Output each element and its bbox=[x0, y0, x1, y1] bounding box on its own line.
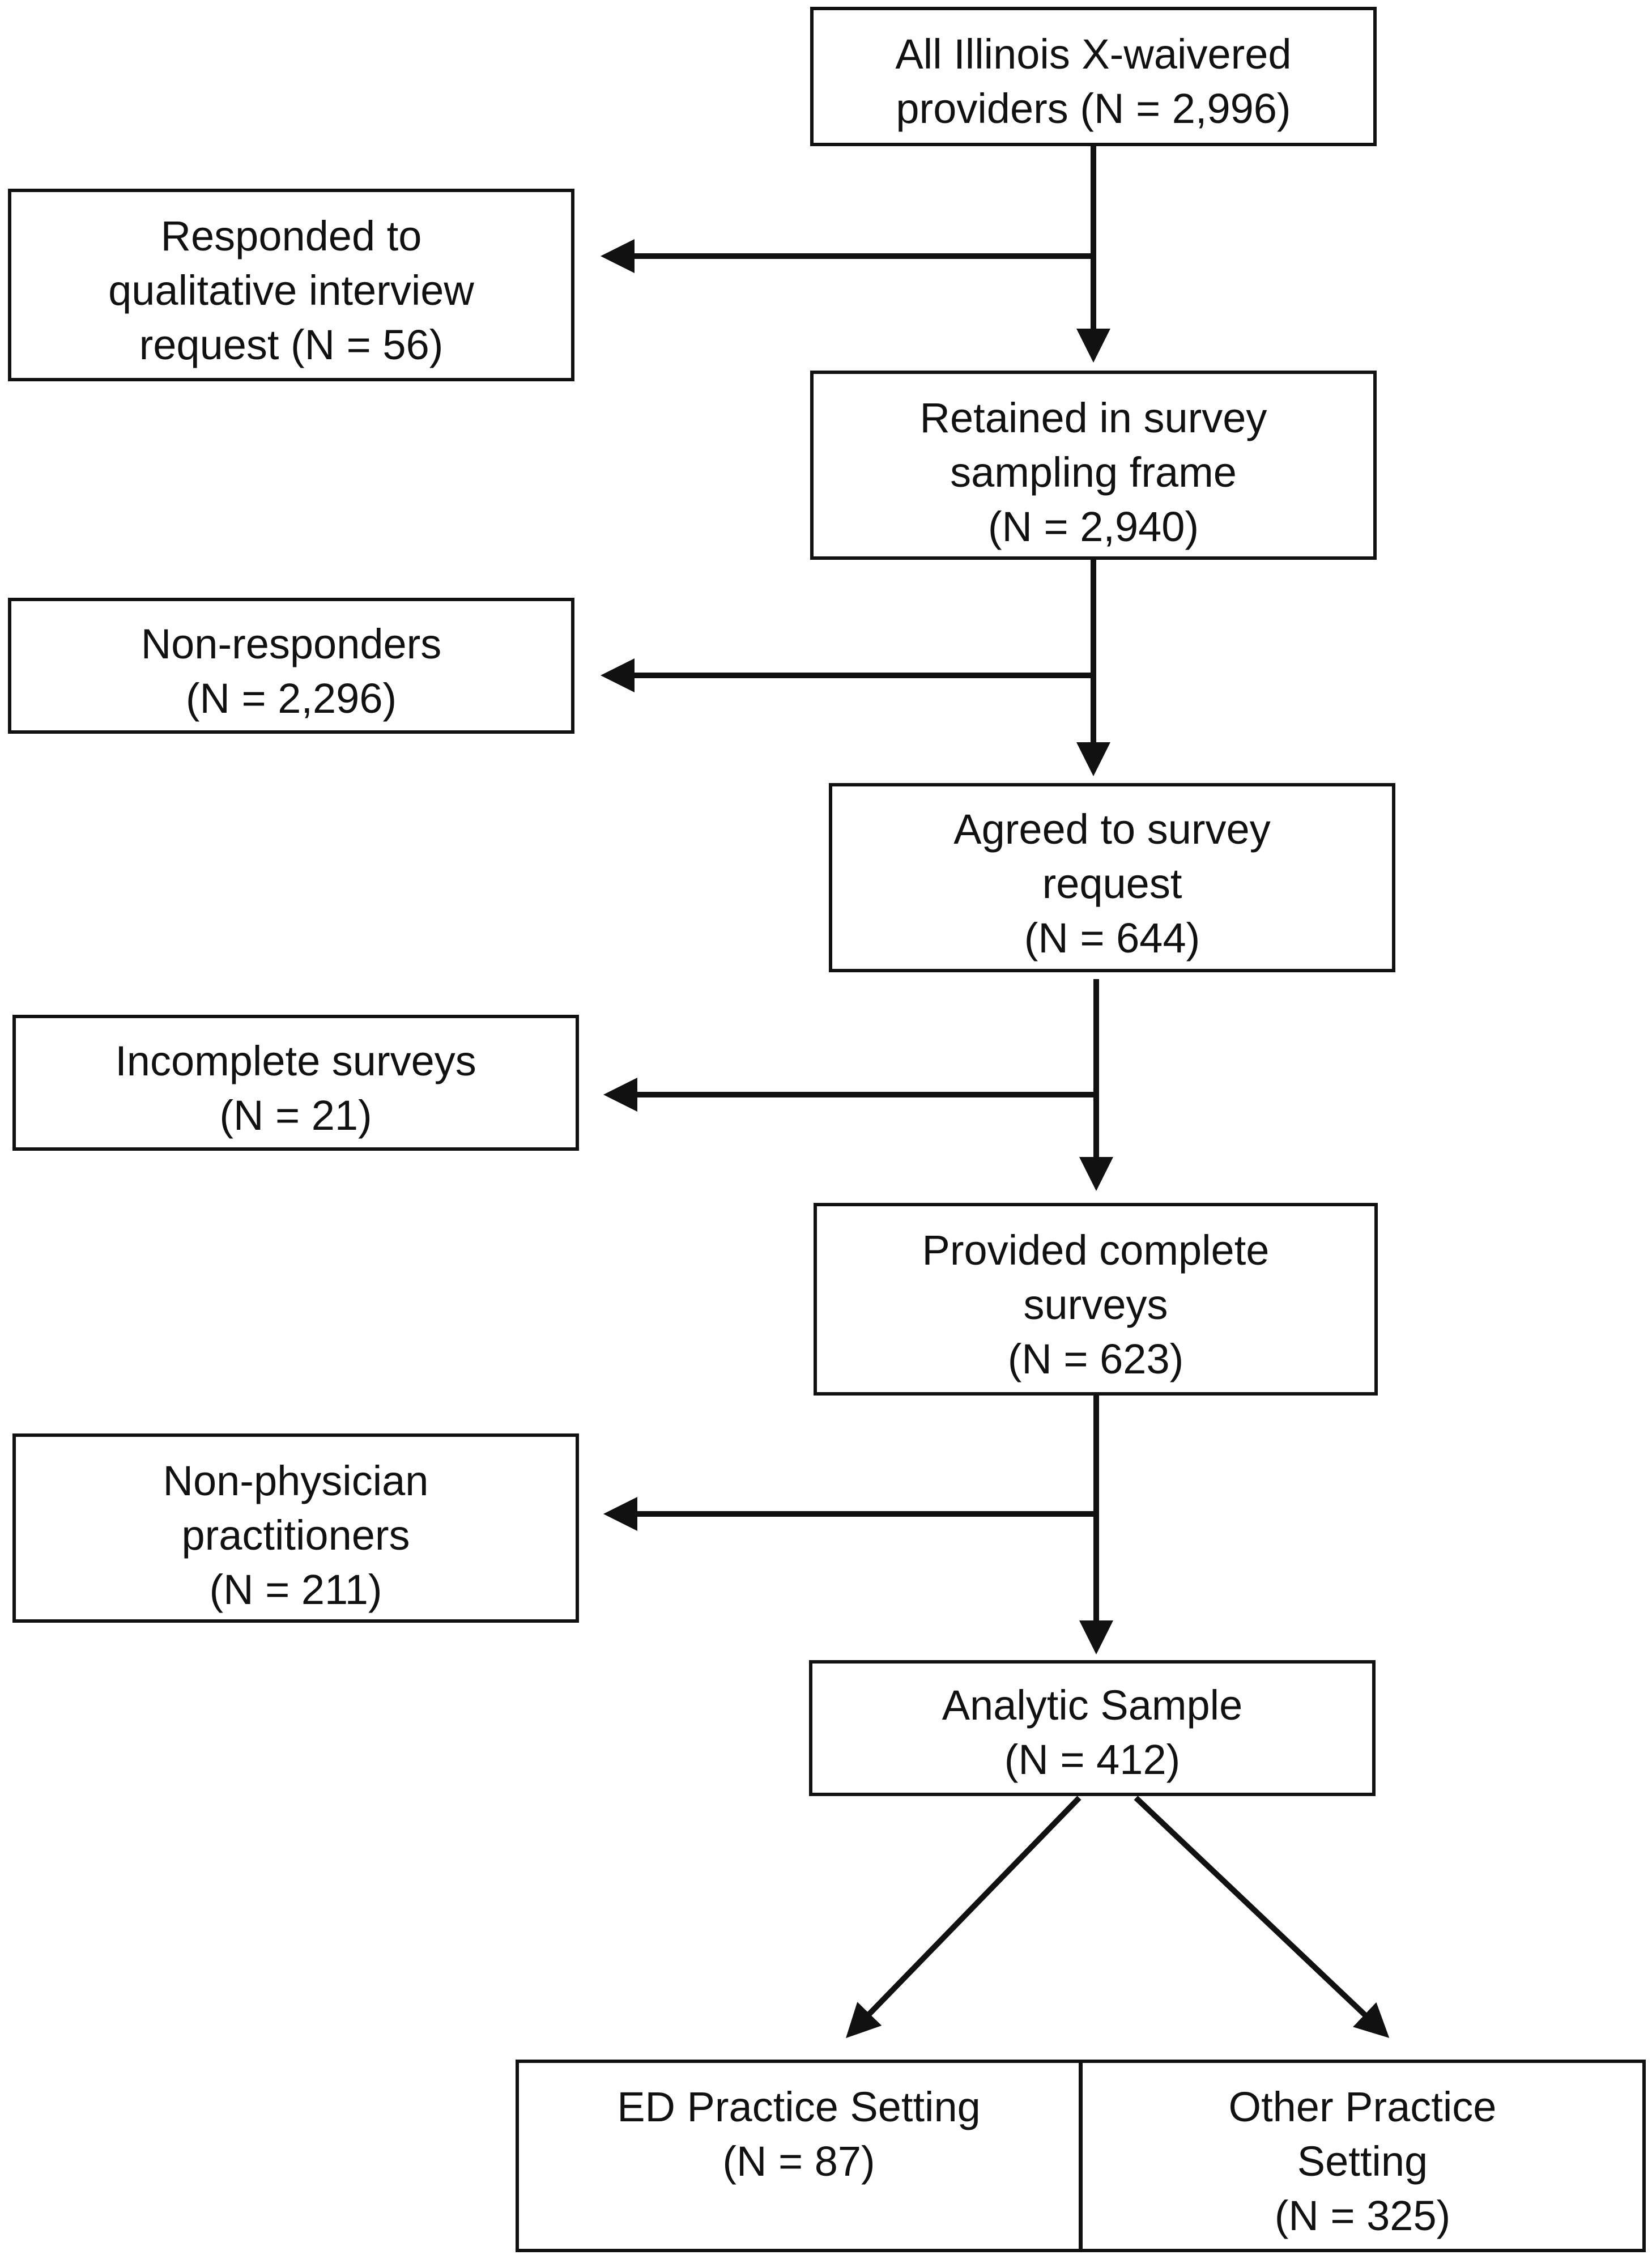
box-agreed-survey: Agreed to survey request (N = 644) bbox=[829, 783, 1395, 972]
box-other-practice-label: Other Practice Setting (N = 325) bbox=[1228, 2083, 1497, 2239]
box-analytic-sample: Analytic Sample (N = 412) bbox=[809, 1660, 1376, 1796]
arrow-to-other-practice bbox=[1134, 1796, 1390, 2038]
box-qualitative-interview: Responded to qualitative interview reque… bbox=[8, 189, 574, 381]
box-incomplete-surveys: Incomplete surveys (N = 21) bbox=[12, 1015, 579, 1151]
box-non-responders: Non-responders (N = 2,296) bbox=[8, 598, 574, 734]
box-non-responders-label: Non-responders (N = 2,296) bbox=[140, 620, 442, 722]
box-retained-sampling: Retained in survey sampling frame (N = 2… bbox=[810, 371, 1377, 560]
box-ed-practice-label: ED Practice Setting (N = 87) bbox=[617, 2083, 981, 2185]
box-retained-sampling-label: Retained in survey sampling frame (N = 2… bbox=[919, 394, 1267, 550]
box-ed-practice: ED Practice Setting (N = 87) bbox=[516, 2060, 1082, 2252]
box-complete-surveys-label: Provided complete surveys (N = 623) bbox=[922, 1227, 1270, 1382]
box-analytic-sample-label: Analytic Sample (N = 412) bbox=[942, 1682, 1243, 1783]
box-non-physician-label: Non-physician practitioners (N = 211) bbox=[163, 1457, 429, 1613]
box-qualitative-interview-label: Responded to qualitative interview reque… bbox=[108, 212, 474, 368]
box-all-providers-label: All Illinois X-waivered providers (N = 2… bbox=[895, 31, 1292, 132]
box-incomplete-surveys-label: Incomplete surveys (N = 21) bbox=[115, 1037, 476, 1139]
box-complete-surveys: Provided complete surveys (N = 623) bbox=[814, 1203, 1378, 1396]
box-other-practice: Other Practice Setting (N = 325) bbox=[1079, 2060, 1646, 2252]
box-non-physician: Non-physician practitioners (N = 211) bbox=[12, 1433, 579, 1623]
box-agreed-survey-label: Agreed to survey request (N = 644) bbox=[953, 806, 1271, 962]
box-all-providers: All Illinois X-waivered providers (N = 2… bbox=[810, 7, 1377, 146]
arrow-to-ed-practice bbox=[846, 1796, 1082, 2039]
